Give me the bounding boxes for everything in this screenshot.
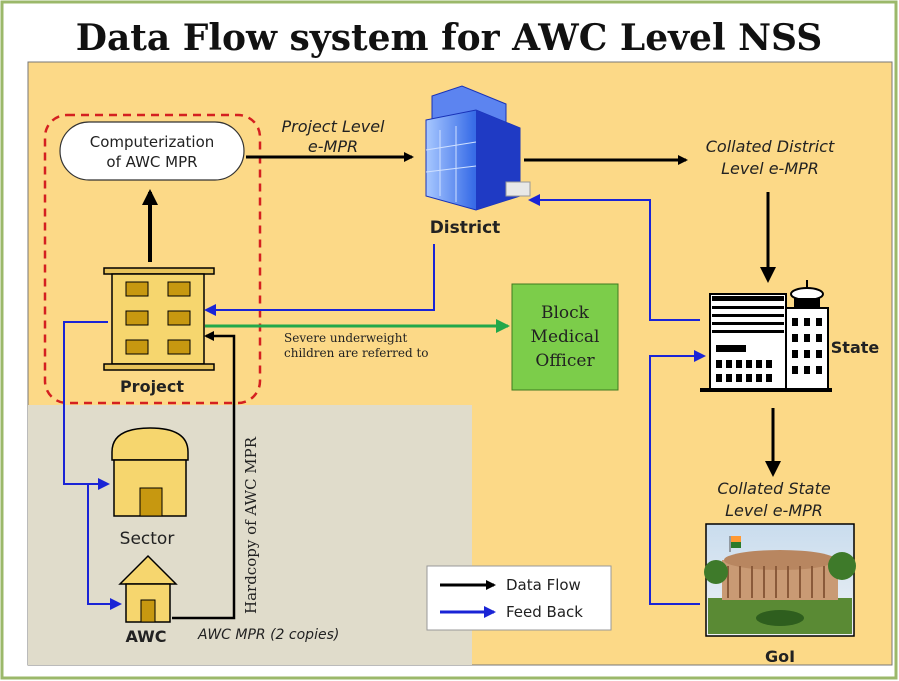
collated-district-label-1: Collated District [706,137,835,156]
bmo-label-2: Medical [531,327,600,347]
sector-building-icon [111,427,189,517]
project-building-icon [103,267,215,371]
goi-label: GoI [765,647,795,666]
computerization-label-2: of AWC MPR [106,153,197,171]
feedback-district-to-project [204,244,435,316]
bmo-box [511,283,619,391]
feedback-state-to-district [528,194,700,321]
hardcopy-label: Hardcopy of AWC MPR [242,436,260,614]
field-level-panel [28,405,472,665]
collated-district-label-2: Level e-MPR [721,159,819,178]
legend-feed-back-label: Feed Back [506,603,583,621]
severe-label-2: children are referred to [284,346,429,360]
computerization-label-1: Computerization [90,133,215,151]
arrow-awc-to-project [172,331,236,620]
feedback-project-to-sector [63,321,110,490]
bmo-label-3: Officer [535,351,595,371]
project-emprs-label-1: Project Level [282,117,386,136]
collated-state-label-2: Level e-MPR [725,501,823,520]
collated-state-label-1: Collated State [717,479,831,498]
feedback-goi-to-state [649,350,706,605]
awc-label: AWC [125,627,166,646]
project-emprs-label-2: e-MPR [308,137,358,156]
computerization-node [59,121,245,181]
project-label: Project [120,377,184,396]
legend: Data Flow Feed Back [426,565,612,631]
project-boundary [43,113,262,405]
legend-box [426,565,612,631]
bmo-label-1: Block [541,303,590,323]
feedback-project-to-awc [87,484,122,610]
goi-parliament-image [704,523,856,637]
diagram-title: Data Flow system for AWC Level NSS [76,17,823,59]
awc-building-icon [118,554,178,623]
awc-mpr-copies-label: AWC MPR (2 copies) [197,627,339,643]
severe-label-1: Severe underweight [284,331,407,345]
legend-data-flow-label: Data Flow [506,576,581,594]
state-label: State [831,338,880,357]
district-label: District [430,218,501,238]
state-building-icon [700,280,832,392]
sector-label: Sector [120,529,175,549]
district-building-icon [425,85,531,211]
